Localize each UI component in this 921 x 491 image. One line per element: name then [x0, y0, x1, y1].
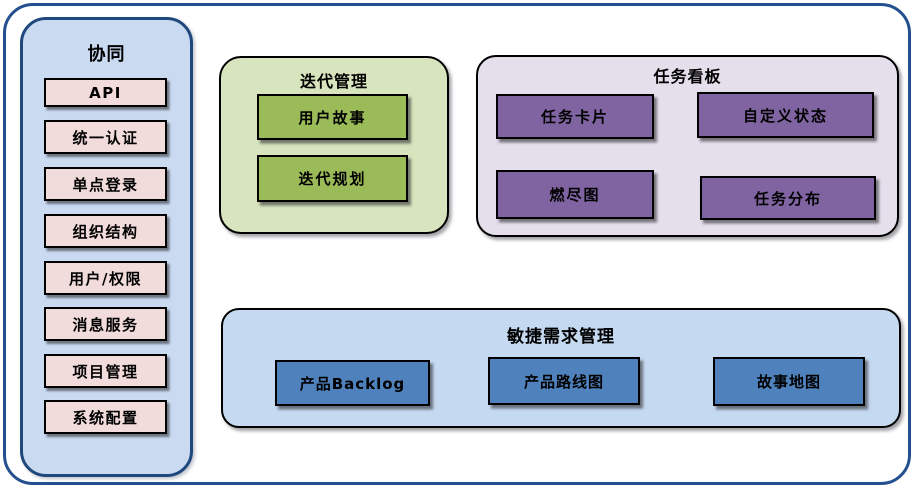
box-product-backlog: 产品Backlog: [275, 360, 430, 406]
sidebar-item-project-mgmt: 项目管理: [44, 354, 167, 388]
sidebar-item-sso: 单点登录: [44, 167, 167, 201]
collaboration-sidebar: 协同 API 统一认证 单点登录 组织结构 用户/权限 消息服务 项目管理 系统…: [20, 17, 193, 477]
box-custom-status: 自定义状态: [697, 92, 874, 138]
agile-requirements-panel: 敏捷需求管理 产品Backlog 产品路线图 故事地图: [221, 308, 901, 428]
box-burndown-chart: 燃尽图: [496, 170, 654, 219]
iteration-management-panel: 迭代管理 用户故事 迭代规划: [219, 56, 449, 234]
diagram-outer-frame: 协同 API 统一认证 单点登录 组织结构 用户/权限 消息服务 项目管理 系统…: [3, 3, 911, 485]
sidebar-item-user-permission: 用户/权限: [44, 261, 167, 295]
sidebar-item-unified-auth: 统一认证: [44, 120, 167, 154]
box-user-story: 用户故事: [257, 94, 408, 140]
sidebar-item-api: API: [44, 78, 167, 107]
iteration-management-title: 迭代管理: [299, 72, 368, 91]
sidebar-item-system-config: 系统配置: [44, 400, 167, 434]
box-task-card: 任务卡片: [496, 94, 654, 139]
collaboration-sidebar-title: 协同: [87, 44, 126, 65]
sidebar-item-org-structure: 组织结构: [44, 214, 167, 248]
task-board-panel: 任务看板 任务卡片 自定义状态 燃尽图 任务分布: [476, 55, 899, 237]
box-iteration-planning: 迭代规划: [257, 155, 408, 202]
box-product-roadmap: 产品路线图: [488, 357, 640, 405]
box-task-distribution: 任务分布: [700, 176, 876, 220]
agile-requirements-title: 敏捷需求管理: [507, 327, 615, 347]
task-board-title: 任务看板: [653, 67, 722, 86]
sidebar-item-message-service: 消息服务: [44, 307, 167, 341]
box-story-map: 故事地图: [713, 357, 865, 406]
